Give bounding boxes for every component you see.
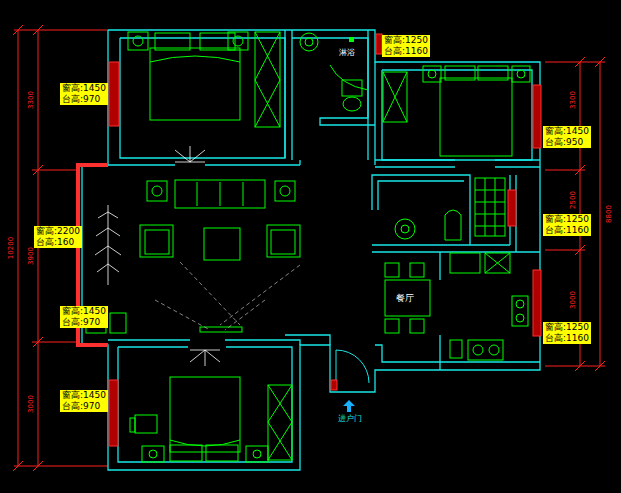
window-height-tag: 窗高:1450台高:970 xyxy=(60,306,108,328)
tag-text: 台高:950 xyxy=(545,137,589,148)
window-height-tag: 窗高:1250台高:1160 xyxy=(543,214,591,236)
dimension: 3300 xyxy=(28,91,35,109)
walls xyxy=(82,30,540,470)
tag-text: 台高:970 xyxy=(62,94,106,105)
shower-fixture xyxy=(349,37,354,42)
window-height-tag: 窗高:1250台高:1160 xyxy=(543,322,591,344)
window-height-tag: 窗高:1450台高:950 xyxy=(543,126,591,148)
tag-text: 台高:970 xyxy=(62,317,106,328)
dimension: 10200 xyxy=(8,237,15,259)
tag-text: 窗高:1250 xyxy=(384,35,428,46)
room-name: 餐厅 xyxy=(396,294,414,303)
tag-text: 台高:1160 xyxy=(545,225,589,236)
windows xyxy=(109,34,541,446)
tag-text: 台高:1160 xyxy=(545,333,589,344)
dimension: 3000 xyxy=(28,395,35,413)
window-height-tag: 窗高:1250台高:1160 xyxy=(382,35,430,57)
dimension: 2500 xyxy=(570,191,577,209)
ceiling-lines xyxy=(155,262,300,330)
furniture xyxy=(86,32,530,462)
dimension-lines xyxy=(13,25,605,471)
lamps xyxy=(95,146,220,366)
tag-text: 台高:970 xyxy=(62,401,106,412)
tag-text: 窗高:1250 xyxy=(545,214,589,225)
tag-text: 窗高:1450 xyxy=(62,306,106,317)
window-height-tag: 窗高:1450台高:970 xyxy=(60,390,108,412)
entrance-door xyxy=(331,350,369,412)
dimension: 3000 xyxy=(570,291,577,309)
tag-text: 台高:1160 xyxy=(384,46,428,57)
window-height-tag: 窗高:1450台高:970 xyxy=(60,83,108,105)
dimension: 8800 xyxy=(606,205,613,223)
tag-text: 窗高:1250 xyxy=(545,322,589,333)
tag-text: 窗高:1450 xyxy=(62,83,106,94)
dimension: 3300 xyxy=(570,91,577,109)
tag-text: 窗高:1450 xyxy=(545,126,589,137)
tag-text: 窗高:1450 xyxy=(62,390,106,401)
dimension: 3900 xyxy=(28,247,35,265)
fixture-label: 淋浴 xyxy=(339,49,355,57)
tag-text: 窗高:2200 xyxy=(36,226,80,237)
window-height-tag: 窗高:2200台高:160 xyxy=(34,226,82,248)
entrance-label: 进户门 xyxy=(338,415,362,423)
tag-text: 台高:160 xyxy=(36,237,80,248)
